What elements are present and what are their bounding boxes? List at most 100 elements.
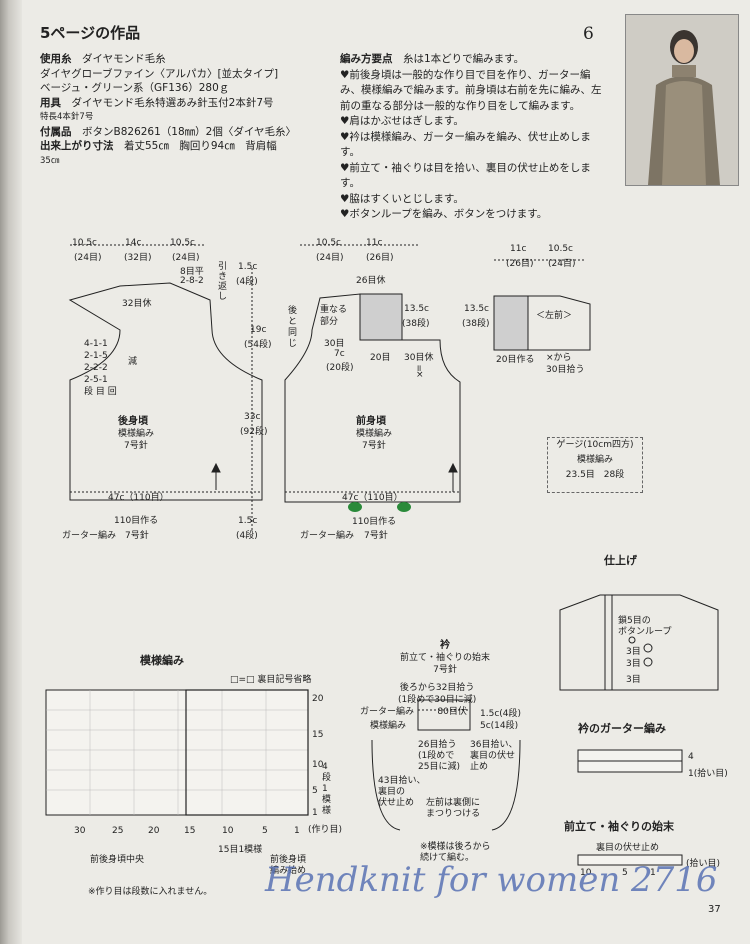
chart-x-tick: 30: [74, 826, 86, 836]
chart-x-tick: 20: [148, 826, 160, 836]
front-dim135r: (38段): [402, 319, 430, 329]
front-overlap-label: 重なる部分: [320, 305, 348, 327]
back-dim-33: 33c: [244, 412, 261, 422]
front-hold: 26目休: [356, 276, 386, 286]
front-20sts: 20目: [370, 353, 391, 363]
finish-loop: 鎖5目のボタンループ: [618, 616, 672, 637]
back-pattern: 模様編み: [118, 429, 155, 439]
left-top-sts-2: (24目): [548, 259, 576, 269]
collar-garter-title: 衿のガーター編み: [578, 722, 666, 735]
back-top-dim-2: 14c: [125, 238, 142, 248]
chart-x-tick: 10: [222, 826, 234, 836]
left-top-dim-2: 10.5c: [548, 244, 573, 254]
back-dim-4r: (4段): [236, 277, 258, 287]
collar-left-edge: [371, 739, 401, 831]
left-top-dim-1: 11c: [510, 244, 527, 254]
collar-garter-row1: 1(拾い目): [688, 769, 728, 779]
band-tick: 1: [650, 868, 656, 878]
finish-title: 仕上げ: [604, 554, 637, 567]
chart-x-tick: 25: [112, 826, 124, 836]
front-dim7r: (20段): [326, 363, 354, 373]
finish-3a: 3目: [626, 647, 641, 657]
back-top-dim-1: 10.5c: [72, 238, 97, 248]
chart-x-tick: 1: [294, 826, 300, 836]
front-top-dim-2: 11c: [366, 238, 383, 248]
back-dec-label: 減: [128, 357, 138, 367]
back-dim-54r: (54段): [244, 340, 272, 350]
band-bind: 裏目の伏せ止め: [596, 843, 660, 853]
back-top-sts-1: (24目): [74, 253, 102, 263]
chart-legend: □=□ 裏目記号省略: [230, 675, 312, 685]
book-spine-shadow: [0, 0, 22, 944]
chart-y-tick: 15: [312, 730, 324, 740]
back-cast-on: 110目作る: [114, 516, 159, 526]
back-body-outline: [68, 282, 263, 501]
band-tick: 5: [622, 868, 628, 878]
front-overlap-shade: [359, 293, 403, 341]
band-title: 前立て・袖ぐりの始末: [564, 820, 674, 833]
collar-dim15: 1.5c(4段): [480, 709, 522, 719]
finish-3b: 3目: [626, 659, 641, 669]
back-dim-4rb: (4段): [236, 531, 258, 541]
back-shoulder-dec: 8目平: [180, 267, 204, 277]
chart-grid-lines: [46, 690, 308, 815]
chart-y-tick: 1: [312, 808, 318, 818]
front-same-as-back: 後と同じ: [288, 306, 298, 349]
left-dim135: 13.5c: [464, 304, 489, 314]
band-tick: 10: [580, 868, 592, 878]
gauge-box: ゲージ(10cm四方) 模様編み 23.5目 28段: [547, 437, 643, 493]
back-shoulder-dec-2: 2-8-2: [180, 276, 204, 286]
chart-y-tick: 10: [312, 760, 324, 770]
front-body-name: 前身頃: [356, 416, 386, 427]
left-dim135r: (38段): [462, 319, 490, 329]
back-top-dim-3: 10.5c: [170, 238, 195, 248]
back-garter: ガーター編み 7号針: [62, 531, 149, 541]
front-dim135: 13.5c: [404, 304, 429, 314]
front-width: 47c（110目）: [342, 493, 403, 503]
model-photo: [625, 14, 739, 186]
front-needle: 7号針: [362, 441, 386, 451]
chart-y-tick: 5: [312, 786, 318, 796]
collar-pick-back-text: 後ろから32目拾う(1段めで30目に減)80目伏: [398, 683, 477, 717]
collar-garter-row4: 4: [688, 752, 694, 762]
model-photo-illustration: [626, 15, 738, 185]
chart-repeat: 15目1模様: [218, 845, 263, 855]
front-dim7: 7c: [334, 349, 345, 359]
finish-outline: [559, 594, 719, 691]
knitting-points: 編み方要点 糸は1本どりで編みます。 ♥前後身頃は一般的な作り目で目を作り、ガー…: [340, 53, 602, 220]
back-dim-92r: (92段): [240, 427, 268, 437]
front-x: ×: [416, 370, 424, 380]
collar-pick43: 43目拾い、裏目の伏せ止め: [378, 776, 426, 808]
collar-title: 衿: [440, 640, 450, 651]
back-hold-sts: 32目休: [122, 299, 152, 309]
left-front-label: ＜左前＞: [536, 311, 573, 321]
page-title: 5ページの作品: [40, 24, 141, 42]
chart-x-tick: 5: [262, 826, 268, 836]
back-dim-15: 1.5c: [238, 262, 258, 272]
back-short-row-label: 引き返し: [218, 262, 228, 302]
front-top-sts-1: (24目): [316, 253, 344, 263]
button-marks: [348, 502, 411, 512]
chart-y-tick: 20: [312, 694, 324, 704]
left-20cast: 20目作る: [496, 355, 535, 365]
left-top-sts-1: (26目): [506, 259, 534, 269]
section-number: 6: [583, 24, 594, 44]
front-eq: ॥: [416, 364, 422, 374]
front-top-sts-2: (26目): [366, 253, 394, 263]
back-body-name: 後身頃: [118, 416, 148, 427]
back-top-sts-3: (24目): [172, 253, 200, 263]
watermark: Hendknit for women 2716: [265, 860, 718, 900]
band-pick: (拾い目): [686, 859, 721, 869]
collar-garter-label: ガーター編み: [360, 707, 415, 717]
front-garter: ガーター編み: [300, 531, 355, 541]
front-row30: 30目: [324, 339, 345, 349]
back-width: 47c（110目）: [108, 493, 169, 503]
back-needle: 7号針: [124, 441, 148, 451]
back-top-sts-2: (32目): [124, 253, 152, 263]
